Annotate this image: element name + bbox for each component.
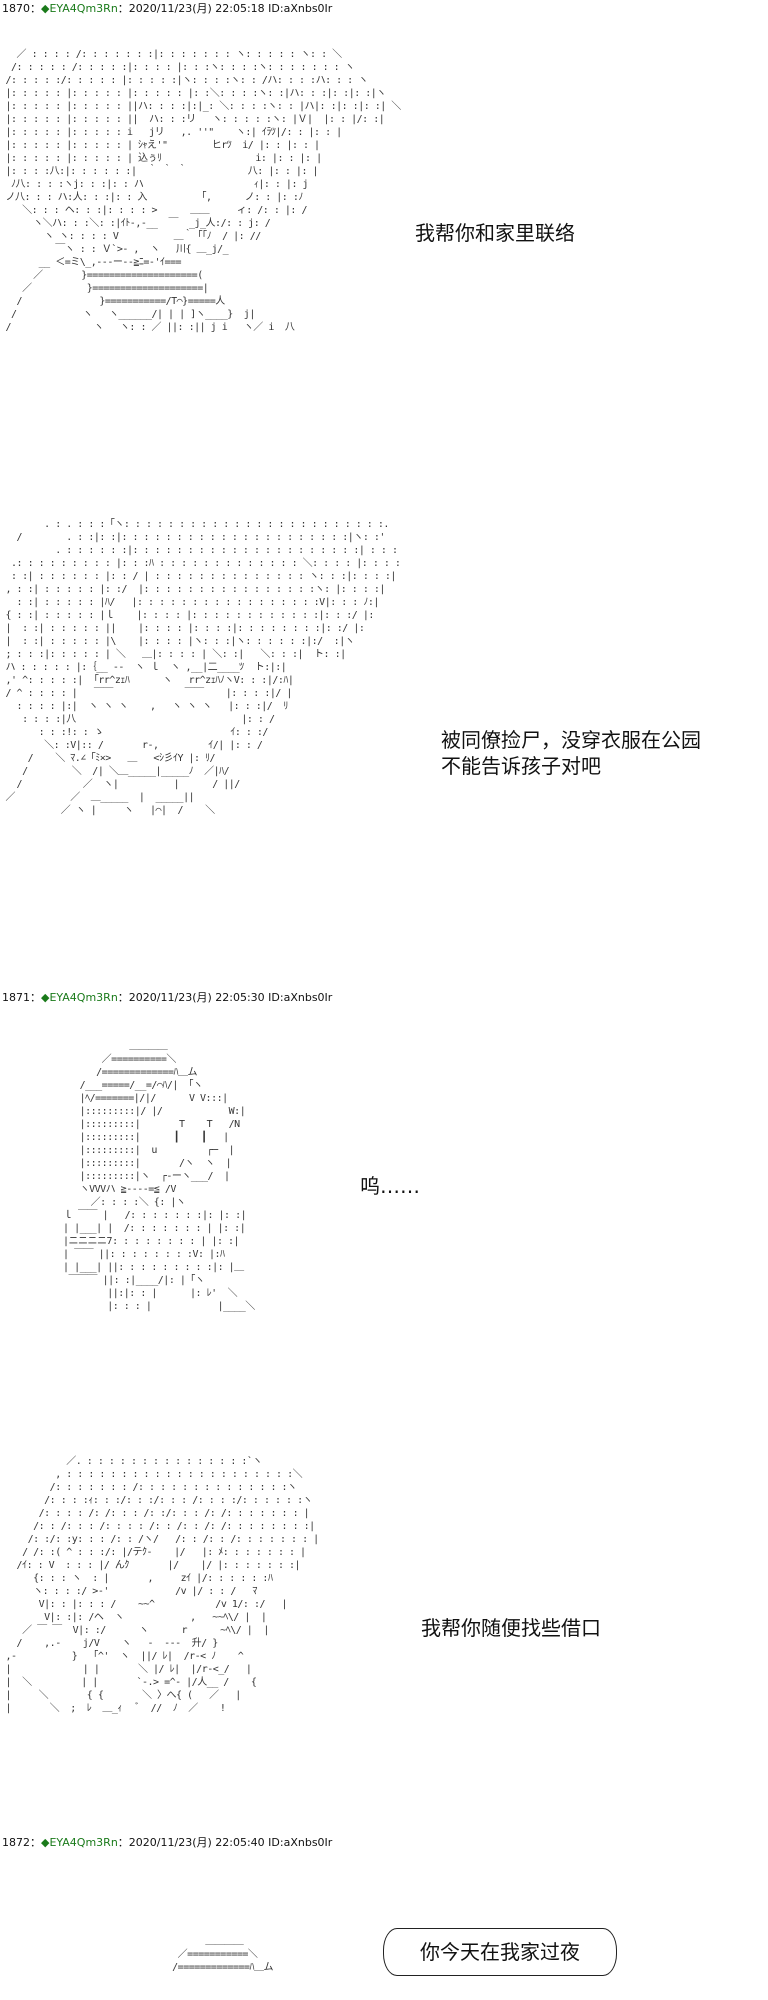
post-number: 1870 bbox=[2, 2, 30, 15]
ascii-art-panel-3: ＿＿＿＿ ／==========＼ /=============ﾊ＿ム /___… bbox=[63, 1041, 255, 1312]
trip-code: ◆EYA4Qm3Rn bbox=[41, 991, 118, 1004]
post-meta: ：2020/11/23(月) 22:05:40 ID:aXnbs0Ir bbox=[117, 1836, 333, 1849]
post-separator: ： bbox=[30, 991, 41, 1004]
trip-code: ◆EYA4Qm3Rn bbox=[41, 1836, 118, 1849]
post-header: 1870：◆EYA4Qm3Rn：2020/11/23(月) 22:05:18 I… bbox=[2, 1, 332, 17]
dialogue-line: 不能告诉孩子对吧 bbox=[441, 754, 601, 778]
dialogue-line: 我帮你和家里联络 bbox=[415, 221, 575, 245]
post-separator: ： bbox=[30, 1836, 41, 1849]
ascii-art-panel-4: ／. : : : : : : : : : : : : : : :`ヽ , : :… bbox=[5, 1456, 320, 1714]
trip-code: ◆EYA4Qm3Rn bbox=[41, 2, 118, 15]
post-number: 1871 bbox=[2, 991, 30, 1004]
post-meta: ：2020/11/23(月) 22:05:18 ID:aXnbs0Ir bbox=[117, 2, 333, 15]
ascii-art-panel-1: ／ : : : : /: : : : : : :|: : : : : : : ヽ… bbox=[5, 49, 402, 333]
post-header: 1872：◆EYA4Qm3Rn：2020/11/23(月) 22:05:40 I… bbox=[2, 1835, 332, 1851]
dialogue-line: 被同僚捡尸，没穿衣服在公园 bbox=[441, 728, 701, 752]
dialogue-line: 你今天在我家过夜 bbox=[420, 1940, 580, 1964]
ascii-art-panel-2: . : . : : :「ヽ: : : : : : : : : : : : : :… bbox=[5, 519, 401, 816]
post-number: 1872 bbox=[2, 1836, 30, 1849]
dialogue-line: 我帮你随便找些借口 bbox=[421, 1616, 601, 1640]
dialogue-line: 呜…… bbox=[360, 1174, 420, 1198]
post-header: 1871：◆EYA4Qm3Rn：2020/11/23(月) 22:05:30 I… bbox=[2, 990, 332, 1006]
post-meta: ：2020/11/23(月) 22:05:30 ID:aXnbs0Ir bbox=[117, 991, 333, 1004]
ascii-art-panel-5: ＿＿＿＿ ／===========＼ /=============ﾊ＿ム bbox=[172, 1936, 273, 1973]
speech-bubble: 你今天在我家过夜 bbox=[383, 1928, 617, 1976]
post-separator: ： bbox=[30, 2, 41, 15]
